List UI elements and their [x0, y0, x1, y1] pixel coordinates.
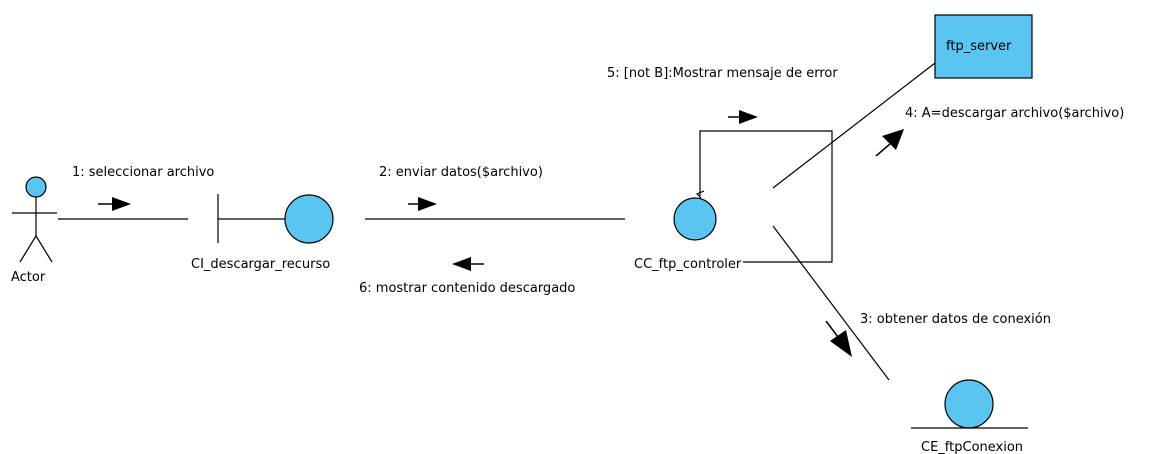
server-label: ftp_server — [946, 39, 1012, 54]
control-object — [673, 190, 717, 241]
actor-head — [25, 176, 47, 198]
server-object — [934, 14, 1033, 79]
message-4-label: 4: A=descargar archivo($archivo) — [905, 106, 1124, 121]
message-3-label: 3: obtener datos de conexión — [860, 312, 1051, 327]
self-loop-link — [699, 130, 833, 263]
message-2-label: 2: enviar datos($archivo) — [379, 165, 543, 180]
actor-figure — [12, 176, 57, 263]
message-6-label: 6: mostrar contenido descargado — [359, 281, 575, 296]
message-5-label: 5: [not B]:Mostrar mensaje de error — [607, 66, 838, 81]
arrow-m5 — [728, 110, 758, 124]
actor-label: Actor — [11, 270, 46, 285]
link-control-server — [772, 62, 936, 189]
arrow-m2 — [408, 197, 437, 211]
arrow-m6 — [452, 257, 484, 271]
entity-object — [911, 379, 1028, 429]
arrow-m4 — [875, 129, 904, 157]
message-1-label: 1: seleccionar archivo — [72, 165, 214, 180]
boundary-object — [217, 194, 334, 244]
link-control-entity — [772, 225, 890, 381]
entity-label: CE_ftpConexion — [921, 440, 1023, 454]
control-label: CC_ftp_controler — [634, 257, 742, 272]
arrow-m3 — [825, 320, 852, 357]
boundary-label: CI_descargar_recurso — [191, 257, 330, 272]
arrow-m1 — [98, 197, 131, 211]
